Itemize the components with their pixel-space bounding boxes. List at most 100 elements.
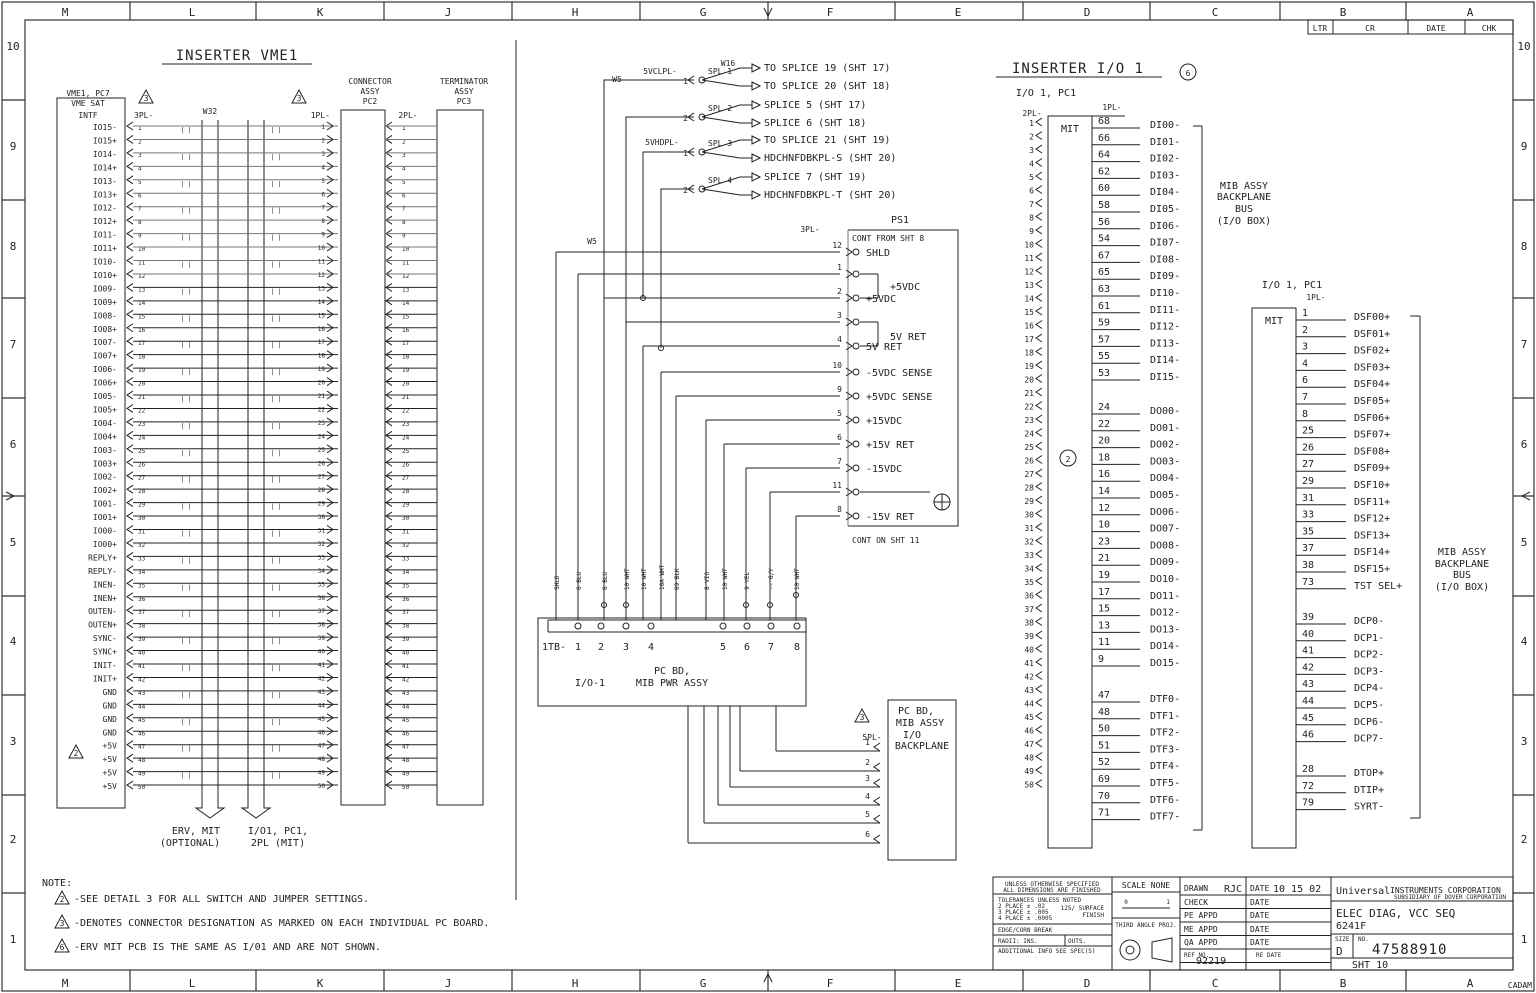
pin-number: 37 [318, 608, 326, 615]
pin-number: 23 [138, 421, 146, 428]
pin-number: 13 [402, 286, 410, 293]
wire [701, 79, 741, 87]
note-triangle [54, 937, 70, 953]
pin-chevron [326, 202, 334, 212]
note-number: 6 [1186, 69, 1191, 78]
wire-color-label: SHLD [554, 575, 561, 590]
pin-number: 6 [402, 192, 406, 199]
vme-signal: IO09+ [93, 298, 117, 307]
pin-2pl: 20 [1024, 376, 1034, 385]
pin-number: 38 [318, 622, 326, 629]
pin-chevron [326, 417, 334, 427]
pin-number: 7 [402, 206, 406, 213]
pin-1pl: 20 [1098, 436, 1110, 447]
pin-chevron [1035, 374, 1043, 383]
pin-2pl: 31 [1024, 524, 1034, 533]
pin-chevron [126, 148, 134, 158]
tolerance-text: 4 PLACE ± .0005 [998, 915, 1053, 922]
pin-chevron [126, 417, 134, 427]
pin-chevron [126, 390, 134, 400]
vme-signal: IO02+ [93, 486, 117, 495]
pin-chevron [326, 350, 334, 360]
drawing-title: ELEC DIAG, VCC SEQ [1336, 907, 1455, 920]
pin-chevron [326, 780, 334, 790]
pin-chevron [126, 740, 134, 750]
wire-color-label: 10 WHT [624, 568, 631, 590]
pin-number: 40 [402, 650, 410, 657]
connector-assy-label: CONNECTOR [348, 77, 392, 86]
pin-number: 15 [318, 312, 326, 319]
pin-2pl: 14 [1024, 295, 1034, 304]
ps-terminal [852, 416, 860, 424]
ps-pin-label: -15VDC [866, 464, 902, 475]
vme-signal: IO12+ [93, 217, 117, 226]
twisted-pair: | | [181, 127, 192, 134]
surface-text: 125/ SURFACE [1061, 905, 1105, 912]
tb-label: 1TB- [542, 642, 566, 653]
pin-2pl: 47 [1024, 740, 1034, 749]
pin-number: 33 [402, 555, 410, 562]
pin-number: 9 [402, 233, 406, 240]
pin-chevron [845, 269, 853, 279]
connector-1pl: 1PL- [1306, 293, 1325, 302]
pin-number: 27 [318, 474, 326, 481]
note-number: 6 [60, 943, 65, 952]
pin-chevron [126, 296, 134, 306]
backplane-pin: 6 [865, 830, 870, 839]
pin-chevron [1035, 198, 1043, 208]
dtf-signal: DTF0- [1150, 694, 1180, 705]
note-triangle [54, 889, 70, 905]
pin-chevron [1035, 495, 1043, 505]
pin-1pl: 41 [1302, 646, 1314, 657]
splice-dest: HDCHNFDBKPL-T (SHT 20) [764, 190, 896, 201]
w5-wire [642, 151, 694, 298]
wire [701, 176, 741, 190]
pin-chevron [126, 673, 134, 682]
surface-text: FINISH [1082, 912, 1104, 919]
pin-chevron [1035, 185, 1043, 194]
pin-2pl: 49 [1024, 767, 1034, 776]
twisted-pair: | | [271, 638, 282, 645]
pin-chevron [1035, 711, 1043, 721]
pin-2pl: 36 [1024, 592, 1034, 601]
pin-2pl: 50 [1024, 781, 1034, 790]
col-letter: J [445, 977, 452, 990]
dtf-signal: DTF6- [1150, 795, 1180, 806]
pin-number: 48 [318, 756, 326, 763]
row-number: 3 [1521, 735, 1528, 748]
ps-terminal [852, 248, 860, 256]
twisted-pair: | | [271, 288, 282, 295]
note-circle [1059, 449, 1077, 467]
pin-number: 41 [318, 662, 326, 669]
arrow-icon [751, 118, 762, 128]
pin-2pl: 19 [1024, 362, 1034, 371]
pin-chevron [1035, 752, 1043, 761]
twisted-pair: | | [271, 315, 282, 322]
connector-assy-label: PC2 [363, 97, 378, 106]
row-number: 7 [1521, 338, 1528, 351]
twisted-pair: | | [271, 235, 282, 242]
note-number: 2 [60, 895, 65, 904]
pc-bd-mib-pwr-assy-box [537, 617, 807, 707]
pin-chevron [1035, 536, 1043, 545]
wire-color-label: 10A WHT [659, 564, 666, 590]
date-label: DATE [1250, 884, 1269, 893]
pin-chevron [1035, 171, 1043, 181]
pin-1pl: 67 [1098, 250, 1110, 261]
col-letter: H [572, 6, 579, 19]
col-letter: G [700, 977, 707, 990]
dcp-signal: DCP5- [1354, 700, 1384, 711]
pin-chevron [326, 753, 334, 763]
splice-label: SPL 3 [708, 139, 732, 148]
vme-sat-intf-box [56, 97, 126, 809]
wire-junction [640, 295, 646, 301]
vme-signal: IO13+ [93, 190, 117, 199]
pin-number: 39 [318, 635, 326, 642]
connector-3pl: 3PL- [134, 111, 153, 120]
ps-terminal [852, 270, 860, 278]
pin-2pl: 4 [1029, 160, 1034, 169]
pin-1pl: 13 [1098, 620, 1110, 631]
di-signal: DI02- [1150, 154, 1180, 165]
pc-bd-label: PC BD, [654, 666, 690, 677]
col-letter: C [1212, 6, 1219, 19]
